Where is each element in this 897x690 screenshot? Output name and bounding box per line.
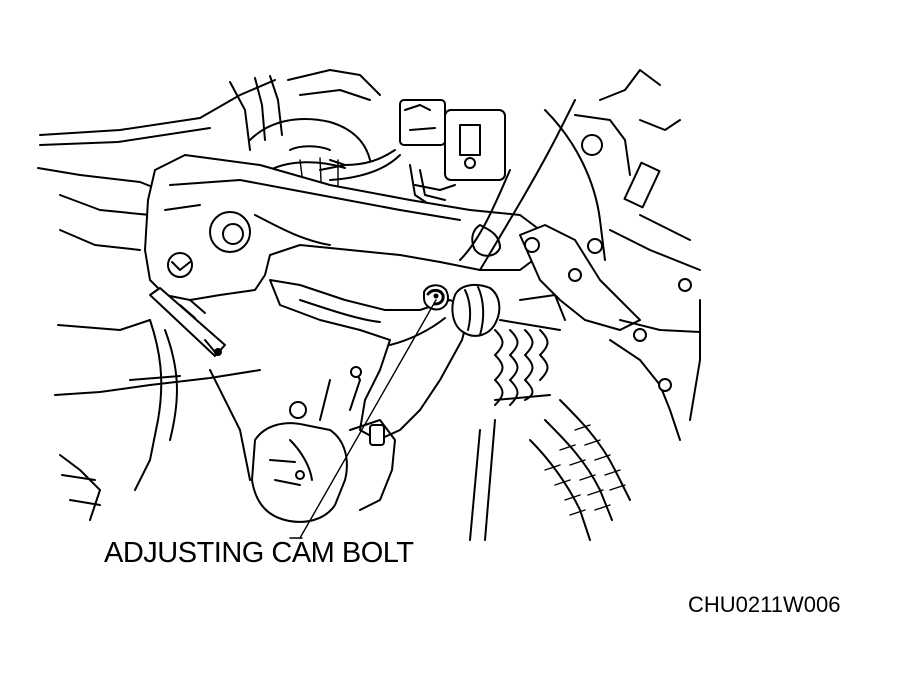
body-panel-lines xyxy=(37,69,381,521)
ball-joint-boot xyxy=(451,283,501,337)
cam-bolt-icon xyxy=(423,284,449,311)
figure-code: CHU0211W006 xyxy=(688,592,841,617)
wheel-well-ribs xyxy=(469,399,631,541)
steering-knuckle xyxy=(269,279,471,441)
right-body-structure xyxy=(459,69,701,441)
cv-boot xyxy=(494,294,566,406)
callout-adjusting-cam-bolt: ADJUSTING CAM BOLT xyxy=(104,537,414,569)
lower-left-fender xyxy=(129,319,251,491)
upper-control-arm xyxy=(144,154,541,301)
leader-line-icon xyxy=(289,299,437,539)
pivot-shaft xyxy=(149,287,226,357)
